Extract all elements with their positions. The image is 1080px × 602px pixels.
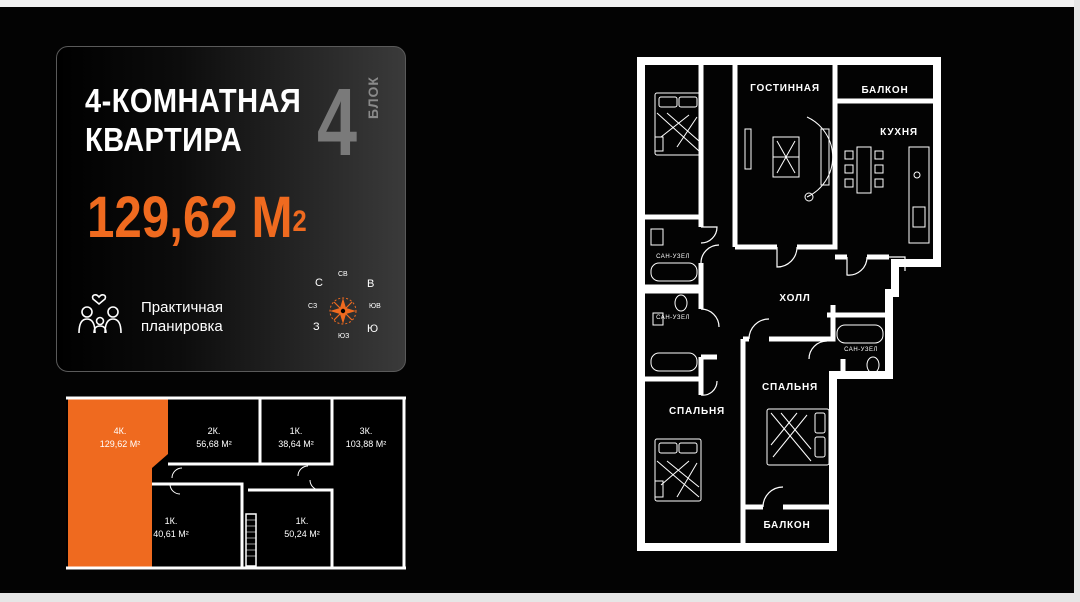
area-unit-power: 2: [292, 205, 307, 238]
minimap-3k-area: 103,88 М²: [346, 439, 387, 449]
compass-se: ЮВ: [369, 303, 381, 310]
room-living-label: ГОСТИННАЯ: [750, 83, 820, 94]
compass-ne: СВ: [338, 271, 348, 278]
living-room-furniture-icon: [744, 116, 834, 202]
family-icon: [77, 291, 127, 342]
minimap-1k-c-area: 50,24 М²: [284, 529, 320, 539]
compass-n: С: [315, 277, 323, 289]
room-bedroom-left-label: СПАЛЬНЯ: [669, 406, 725, 417]
top-edge: [0, 0, 1080, 7]
room-balcony-top-label: БАЛКОН: [861, 85, 908, 96]
feature-line-1: Практичная: [141, 298, 224, 316]
bottom-edge: [0, 593, 1080, 602]
right-edge: [1074, 0, 1080, 602]
minimap-1k-b-area: 40,61 М²: [153, 529, 189, 539]
room-bathroom-3-label: САН-УЗЕЛ: [844, 347, 878, 353]
apartment-floor-plan: ГОСТИННАЯ БАЛКОН КУХНЯ ХОЛЛ САН-УЗЕЛ САН…: [637, 57, 941, 551]
minimap-1k-a-area: 38,64 М²: [278, 439, 314, 449]
minimap-2k-area: 56,68 М²: [196, 439, 232, 449]
minimap-1k-b-name: 1К.: [165, 516, 178, 526]
minimap-2k-name: 2К.: [208, 426, 221, 436]
apartment-area: 129,62 М2: [87, 187, 307, 249]
minimap-1k-c-name: 1К.: [296, 516, 309, 526]
bed-icon: [654, 92, 702, 156]
compass: С СВ В СЗ ЮВ З Ю ЮЗ: [303, 271, 383, 353]
feature-text: Практичная планировка: [141, 298, 223, 336]
block-number: 4: [317, 69, 358, 176]
minimap-unit-4k[interactable]: [68, 398, 168, 568]
room-bathroom-2-label: САН-УЗЕЛ: [656, 315, 690, 321]
minimap-1k-a-name: 1К.: [290, 426, 303, 436]
room-kitchen-label: КУХНЯ: [880, 127, 918, 138]
apartment-title: 4-КОМНАТНАЯ КВАРТИРА: [85, 81, 301, 159]
bathroom-fixtures-icon: [650, 228, 884, 374]
room-bedroom-right-label: СПАЛЬНЯ: [762, 382, 818, 393]
room-hall-label: ХОЛЛ: [779, 293, 810, 304]
title-line-2: КВАРТИРА: [85, 121, 243, 158]
floor-minimap: 4К. 129,62 М² 2К. 56,68 М² 1К. 38,64 М² …: [66, 396, 406, 570]
compass-e: В: [367, 278, 375, 290]
area-value: 129,62 М: [87, 185, 293, 250]
minimap-3k-name: 3К.: [360, 426, 373, 436]
compass-nw: СЗ: [308, 303, 318, 310]
minimap-4k-name: 4К.: [114, 426, 127, 436]
bed-icon: [654, 438, 702, 502]
compass-s: Ю: [367, 323, 379, 335]
compass-sw: ЮЗ: [338, 333, 350, 340]
block-label: БЛОК: [365, 76, 381, 119]
kitchen-table-icon: [844, 146, 930, 244]
apartment-info-card: 4-КОМНАТНАЯ КВАРТИРА 4 БЛОК 129,62 М2 Пр…: [56, 46, 406, 372]
compass-rose-icon: [329, 297, 357, 325]
room-bathroom-1-label: САН-УЗЕЛ: [656, 254, 690, 260]
feature-practical-layout: Практичная планировка: [77, 291, 223, 342]
compass-w: З: [313, 321, 320, 333]
title-line-1: 4-КОМНАТНАЯ: [85, 82, 302, 119]
feature-line-2: планировка: [141, 317, 223, 335]
bed-icon: [766, 408, 830, 466]
room-balcony-bottom-label: БАЛКОН: [763, 520, 810, 531]
minimap-4k-area: 129,62 М²: [100, 439, 141, 449]
